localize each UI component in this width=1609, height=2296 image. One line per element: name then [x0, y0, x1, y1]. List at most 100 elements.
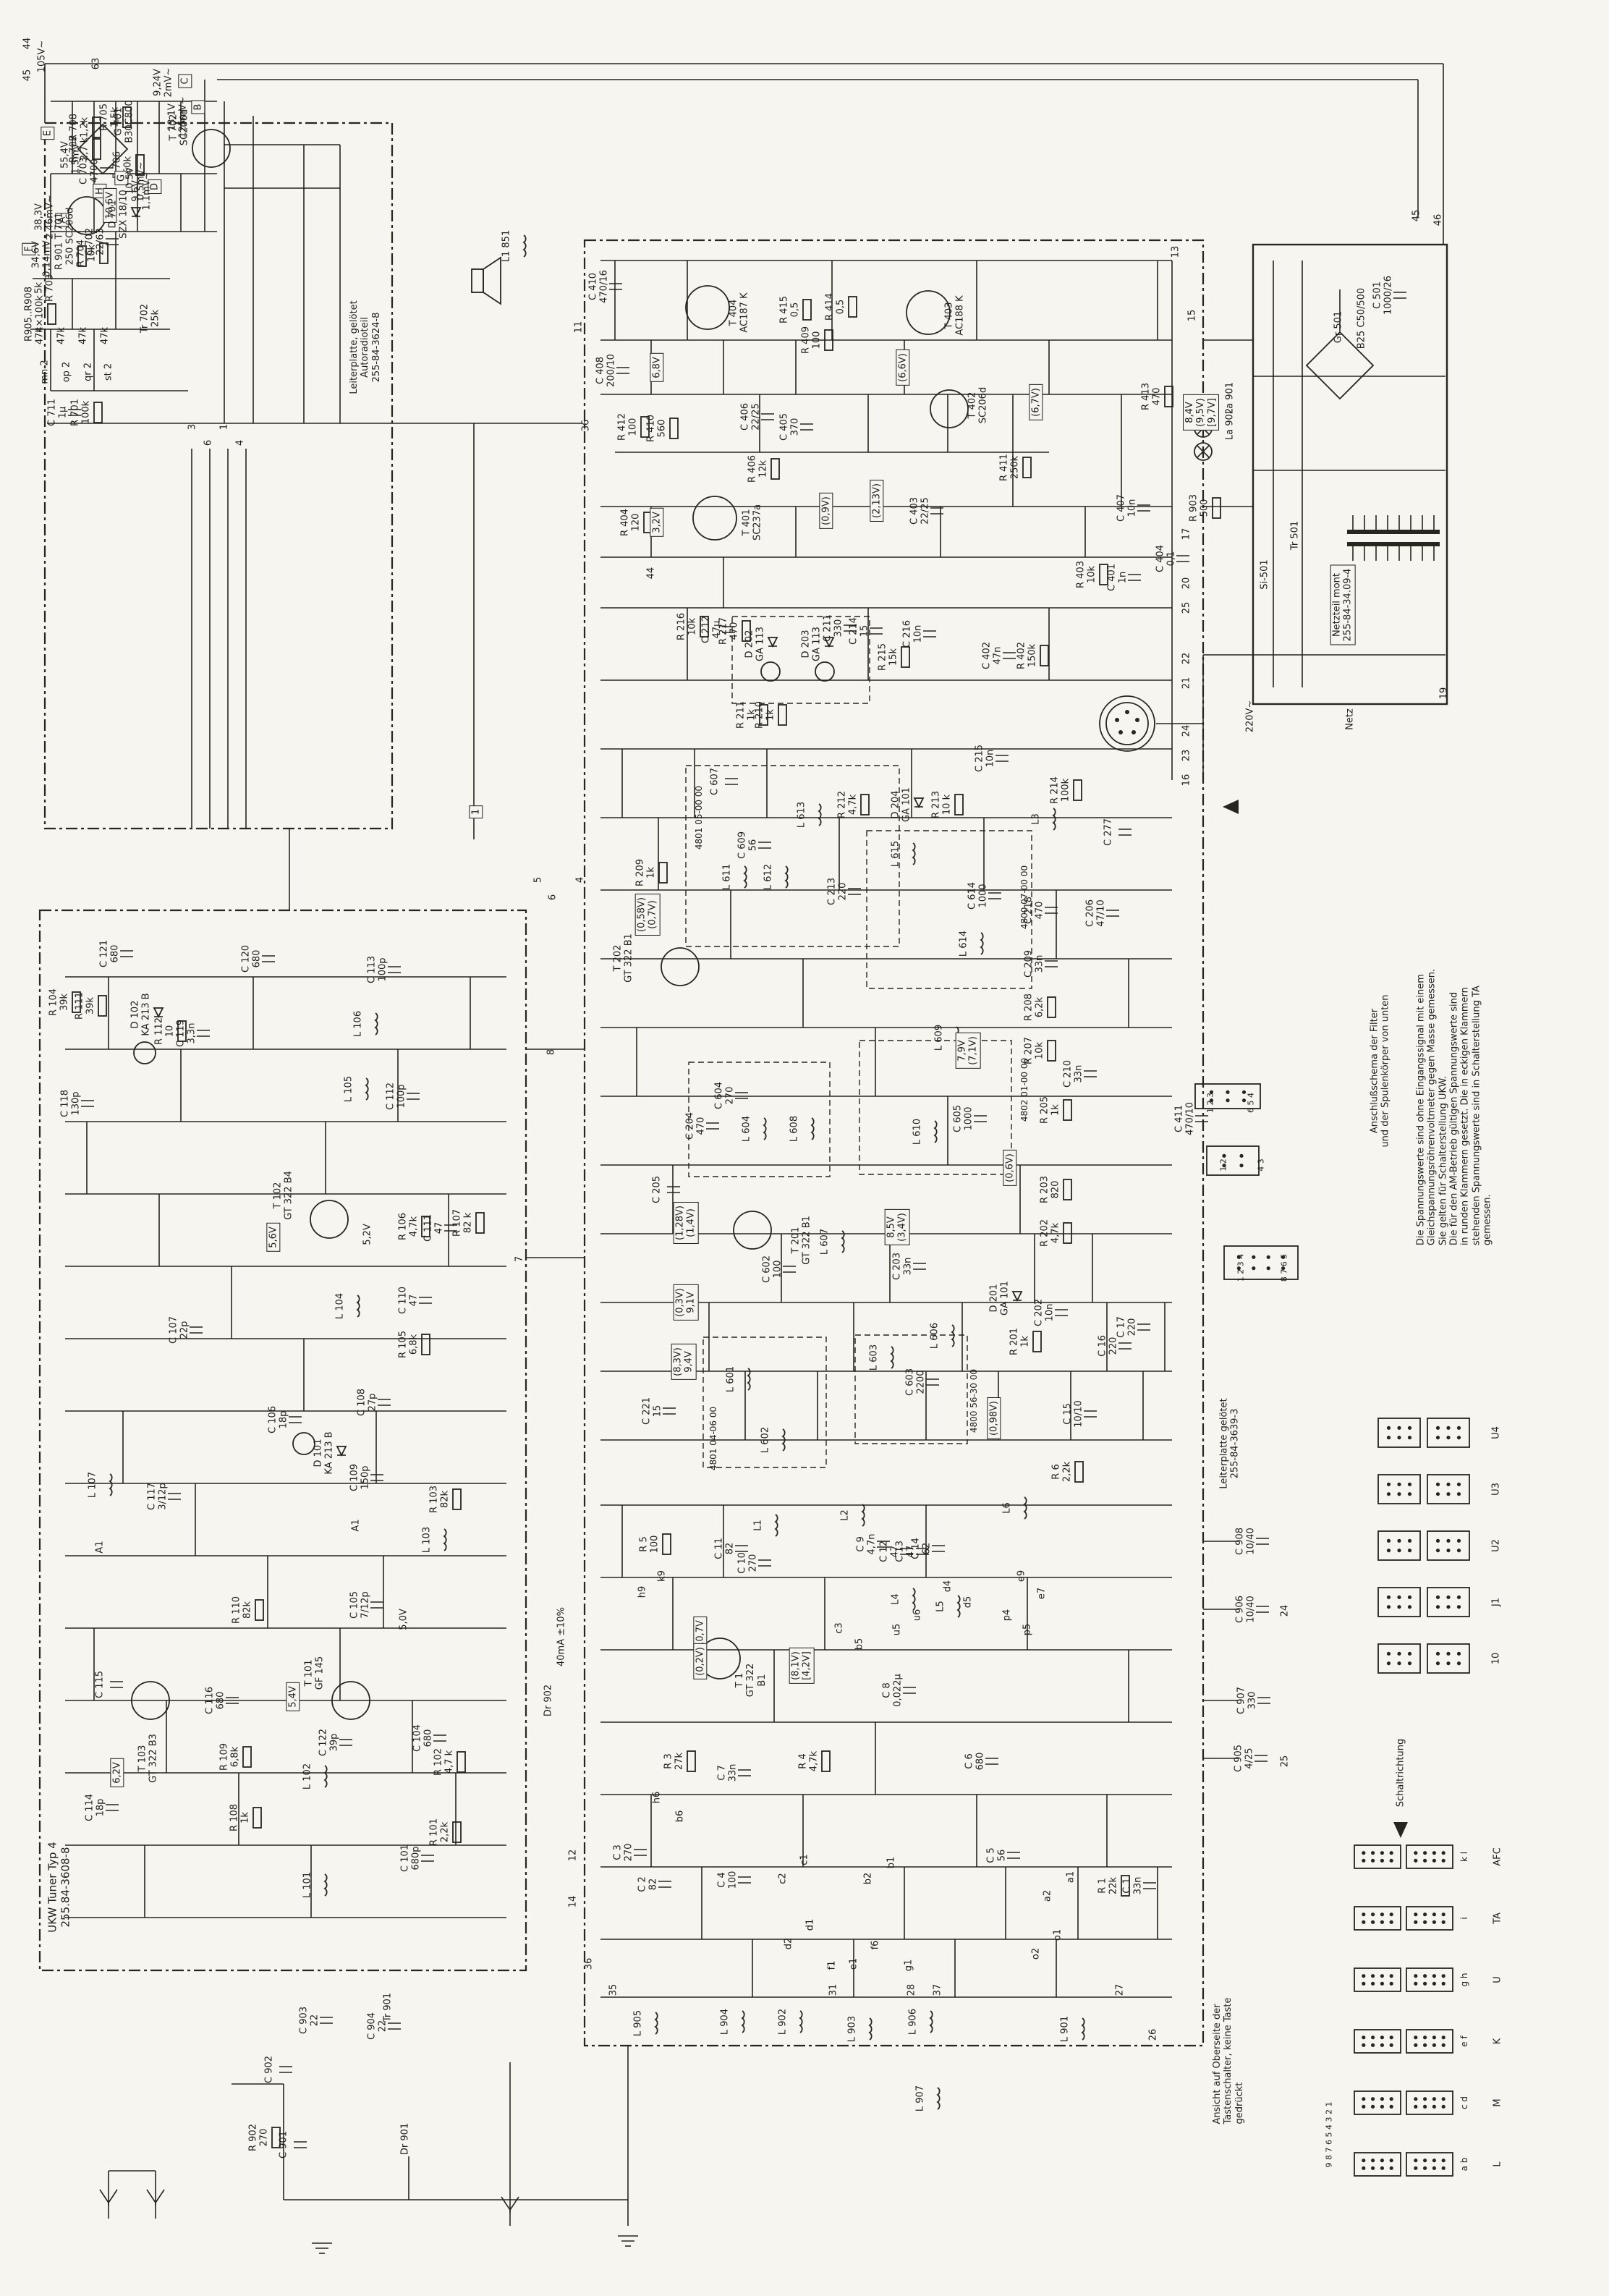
schematic-label: 10 — [1490, 1652, 1502, 1665]
pin-dot — [1371, 1981, 1375, 1986]
schematic-label: R 112 10 — [153, 1017, 176, 1045]
schematic-label: 13 — [1170, 245, 1181, 258]
schematic-label: 4802 01-00 00 — [1019, 1057, 1029, 1122]
schematic-label: D 701 SZX 18/10 — [107, 190, 130, 239]
resistor-symbol — [687, 1750, 696, 1772]
schematic-label: C 5 56 — [985, 1847, 1008, 1863]
pin-dot — [1386, 1595, 1391, 1599]
pin-dot — [1423, 1912, 1427, 1917]
schematic-label: R 205 1k — [1039, 1096, 1061, 1124]
pin-dot — [1386, 1426, 1391, 1430]
resistor-symbol — [1121, 1875, 1130, 1897]
diode-symbol — [767, 637, 778, 648]
schematic-label: U — [1492, 1976, 1503, 1983]
pin-dot — [1397, 1595, 1401, 1599]
pin-dot — [1380, 1974, 1384, 1978]
resistor-symbol — [72, 991, 81, 1013]
schematic-label: C 108 27p — [356, 1388, 378, 1417]
pin-diagram-box — [1406, 2029, 1453, 2054]
pin-dot — [1209, 1098, 1214, 1103]
schematic-label: C 901 — [278, 2130, 289, 2159]
bridge-rectifier-Gr501 — [1305, 331, 1375, 400]
schematic-label: b5 — [854, 1638, 865, 1651]
pin-dot — [1407, 1549, 1412, 1553]
pin-dot — [1362, 2097, 1366, 2101]
diode-D101 — [292, 1432, 315, 1455]
resistor-symbol — [901, 646, 910, 668]
schematic-label: B — [191, 100, 205, 114]
board-main — [583, 239, 1205, 2047]
pin-dot — [1371, 1851, 1375, 1855]
pin-dot — [1414, 1974, 1418, 1978]
schematic-label: C 906 10/40 — [1234, 1595, 1257, 1624]
coil-symbol — [890, 1346, 894, 1369]
pin-dot — [1236, 1255, 1241, 1259]
schematic-label: T 1 GT 322 B1 — [734, 1663, 768, 1698]
schematic-label: 4801 05-00 00 — [693, 785, 704, 850]
schematic-label: L 107 — [87, 1471, 98, 1499]
pin-dot — [1386, 1661, 1391, 1666]
resistor-symbol — [1047, 996, 1056, 1018]
schematic-label: C 104 680 — [412, 1724, 434, 1753]
pin-dot — [1432, 2036, 1436, 2040]
pin-dot — [1423, 1858, 1427, 1863]
schematic-label: C 903 22 — [298, 2006, 320, 2035]
schematic-label: 46 — [1432, 213, 1444, 226]
arrow-icon — [1393, 1822, 1408, 1838]
schematic-label: 4800 56-30 00 — [968, 1368, 979, 1433]
pin-dot — [1380, 2166, 1384, 2170]
schematic-label: 9,6V 1,1mV~ — [130, 171, 153, 211]
schematic-label: A1 — [350, 1519, 362, 1532]
pin-dot — [1397, 1538, 1401, 1543]
schematic-label: 20 — [1181, 577, 1192, 590]
pin-dot — [1222, 1153, 1226, 1158]
schematic-label: Dr 901 — [399, 2122, 411, 2156]
pin-diagram-box — [1377, 1474, 1421, 1504]
schematic-label: f6 — [870, 1940, 881, 1950]
schematic-label: 8,5V (3,4V) — [884, 1209, 910, 1245]
schematic-label: C 406 22/25 — [739, 402, 762, 431]
pin-diagram-box — [1406, 1967, 1453, 1992]
resistor-symbol — [1063, 1179, 1072, 1200]
schematic-label: R 104 39k — [48, 988, 70, 1016]
pin-dot — [1281, 1266, 1286, 1271]
schematic-label: C 403 22/25 — [909, 496, 931, 525]
schematic-label: C 3 270 — [612, 1843, 634, 1862]
resistor-symbol — [47, 303, 56, 325]
schematic-label: 8,4V (9,5V) [9,7V] — [1183, 394, 1219, 431]
din-socket — [1105, 702, 1149, 745]
pin-dot — [1446, 1661, 1451, 1666]
pin-dot — [1432, 2043, 1436, 2047]
resistor-symbol — [821, 1750, 831, 1772]
schematic-label: T 101 GF 145 — [303, 1656, 326, 1690]
resistor-symbol — [1032, 1331, 1042, 1352]
filter-module-outline — [854, 1334, 968, 1444]
schematic-label: R 110 82k — [231, 1596, 253, 1624]
filter-module-outline — [866, 830, 1032, 989]
schematic-label: L6 — [1001, 1502, 1013, 1514]
schematic-label: L3 — [1030, 813, 1042, 825]
schematic-label: R 701 100k — [69, 399, 92, 426]
resistor-symbol — [421, 1216, 430, 1237]
resistor-symbol — [475, 1212, 485, 1234]
schematic-label: k l — [1459, 1851, 1469, 1863]
pin-dot — [1380, 2159, 1384, 2163]
schematic-label: Si-501 — [1259, 559, 1270, 590]
pin-dot — [1371, 2043, 1375, 2047]
note-schaltrichtung: Schaltrichtung — [1395, 1738, 1406, 1808]
pin-diagram-box — [1406, 1906, 1453, 1931]
schematic-label: 1 2 3 4 — [1236, 1253, 1246, 1282]
resistor-symbol — [421, 1334, 430, 1355]
pin-diagram-box — [1406, 1844, 1453, 1869]
schematic-label: f1 — [826, 1960, 838, 1970]
schematic-label: 47k — [99, 326, 111, 345]
board-autoradioteil — [43, 122, 394, 830]
resistor-symbol — [98, 995, 107, 1017]
resistor-symbol — [824, 329, 833, 351]
schematic-label: A1 — [94, 1541, 106, 1554]
resistor-symbol — [1040, 645, 1049, 666]
schematic-label: R 213 10 k — [930, 791, 953, 818]
filter-module-outline — [731, 616, 870, 704]
pin-dot — [1397, 1605, 1401, 1609]
schematic-label: R 103 82k — [428, 1486, 451, 1513]
